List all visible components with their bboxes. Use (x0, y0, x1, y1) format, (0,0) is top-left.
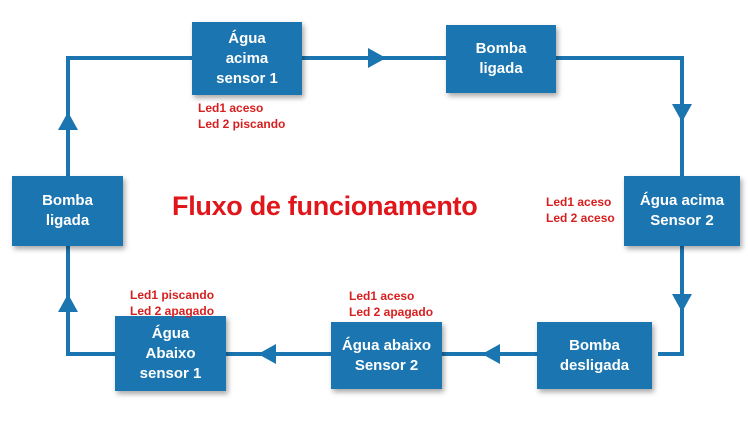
flow-line-top (66, 56, 684, 180)
arrow-down-icon (672, 294, 692, 312)
state-bomba-ligada-top: Bomba ligada (446, 25, 556, 93)
arrow-left-icon (482, 344, 500, 364)
flow-line-right (658, 244, 684, 356)
state-agua-abaixo-sensor-2: Água abaixo Sensor 2 (331, 322, 442, 389)
arrow-up-icon (58, 112, 78, 130)
state-agua-acima-sensor-2: Água acima Sensor 2 (624, 176, 740, 246)
state-agua-acima-sensor-1: Água acima sensor 1 (192, 22, 302, 95)
note-sensor-1-abaixo: Led1 piscando Led 2 apagado (130, 288, 215, 318)
arrow-up-icon (58, 294, 78, 312)
arrow-left-icon (258, 344, 276, 364)
arrow-down-icon (672, 104, 692, 122)
note-sensor-1-acima: Led1 aceso Led 2 piscando (198, 101, 286, 131)
note-sensor-2-abaixo: Led1 aceso Led 2 apagado (349, 289, 434, 319)
note-sensor-2-acima: Led1 aceso Led 2 aceso (546, 195, 615, 225)
arrow-right-icon (368, 48, 386, 68)
state-agua-abaixo-sensor-1: Água Abaixo sensor 1 (115, 316, 226, 391)
state-bomba-ligada-left: Bomba ligada (12, 176, 123, 246)
page-title: Fluxo de funcionamento (172, 191, 478, 221)
state-bomba-desligada: Bomba desligada (537, 322, 652, 389)
